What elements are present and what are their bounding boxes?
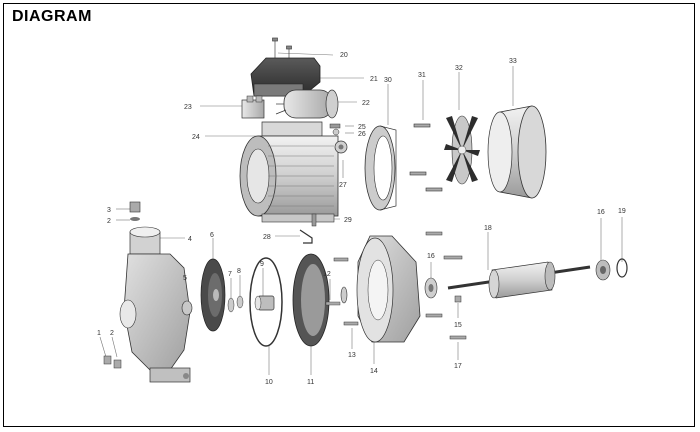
terminal-block-part-23 — [241, 95, 265, 119]
label-part-20: 20 — [340, 52, 348, 59]
screw-part-25 — [329, 123, 341, 129]
fan-part-32 — [444, 115, 480, 185]
label-part-5: 5 — [183, 275, 187, 282]
flange-part-30 — [364, 125, 397, 211]
label-part-30: 30 — [384, 77, 392, 84]
rotor-shaft-part-18 — [447, 261, 591, 299]
capacitor-part-22 — [275, 89, 339, 119]
clamp-part-28 — [299, 229, 313, 244]
label-part-28: 28 — [263, 234, 271, 241]
plug-part-3 — [129, 201, 141, 213]
pump-casing-part-4 — [119, 226, 191, 383]
label-part-29: 29 — [344, 217, 352, 224]
label-part-33: 33 — [509, 58, 517, 65]
label-part-7: 7 — [228, 271, 232, 278]
label-part-18: 18 — [484, 225, 492, 232]
bolt-part-17 — [425, 313, 467, 340]
diagram-title: DIAGRAM — [12, 8, 92, 25]
ring-part-19 — [616, 258, 628, 278]
label-part-15: 15 — [454, 322, 462, 329]
label-part-14: 14 — [370, 368, 378, 375]
label-part-6: 6 — [210, 232, 214, 239]
bolt-part-31 — [409, 123, 443, 192]
diffuser-part-11 — [292, 253, 330, 347]
label-part-31: 31 — [418, 72, 426, 79]
label-part-21: 21 — [370, 76, 378, 83]
fitting-part-5 — [181, 300, 193, 316]
bearing-part-16-rear — [595, 259, 611, 281]
label-part-17: 17 — [454, 363, 462, 370]
label-part-2: 2 — [107, 218, 111, 225]
label-part-22: 22 — [362, 100, 370, 107]
label-part-19: 19 — [618, 208, 626, 215]
washer-part-7 — [227, 297, 235, 313]
stud-part-13 — [333, 257, 359, 326]
diagram-frame — [3, 3, 695, 427]
fan-cover-part-33 — [487, 105, 547, 199]
label-part-27: 27 — [339, 182, 347, 189]
impeller-part-6 — [200, 258, 226, 332]
label-part-10: 10 — [265, 379, 273, 386]
label-part-25: 25 — [358, 124, 366, 131]
label-part-16-front: 16 — [427, 253, 435, 260]
screw-part-1 — [103, 355, 122, 369]
label-part-1: 1 — [97, 330, 101, 337]
label-part-12: 12 — [323, 271, 331, 278]
washer-part-26 — [332, 128, 340, 136]
label-part-4: 4 — [188, 236, 192, 243]
seal-part-2 — [130, 217, 140, 221]
plug-part-27 — [334, 140, 348, 154]
bolt-part-15 — [425, 231, 463, 303]
label-part-26: 26 — [358, 131, 366, 138]
bracket-part-14 — [356, 235, 421, 343]
label-part-24: 24 — [192, 134, 200, 141]
bolt-part-29 — [311, 213, 317, 227]
part-number-labels: 20 21 22 23 24 25 26 27 28 29 30 31 32 3… — [97, 52, 626, 386]
label-part-8: 8 — [237, 268, 241, 275]
label-part-3: 3 — [107, 207, 111, 214]
bearing-part-16-front — [424, 277, 438, 299]
label-part-9: 9 — [260, 261, 264, 268]
label-part-2b: 2 — [110, 330, 114, 337]
label-part-23: 23 — [184, 104, 192, 111]
motor-body-part-24 — [239, 121, 339, 223]
seal-part-12 — [325, 286, 348, 306]
label-part-16-rear: 16 — [597, 209, 605, 216]
label-part-32: 32 — [455, 65, 463, 72]
washer-part-8 — [236, 295, 244, 309]
label-part-13: 13 — [348, 352, 356, 359]
o-ring-part-10 — [249, 257, 283, 347]
label-part-11: 11 — [307, 379, 314, 386]
mechanical-seal-part-9 — [254, 295, 275, 311]
